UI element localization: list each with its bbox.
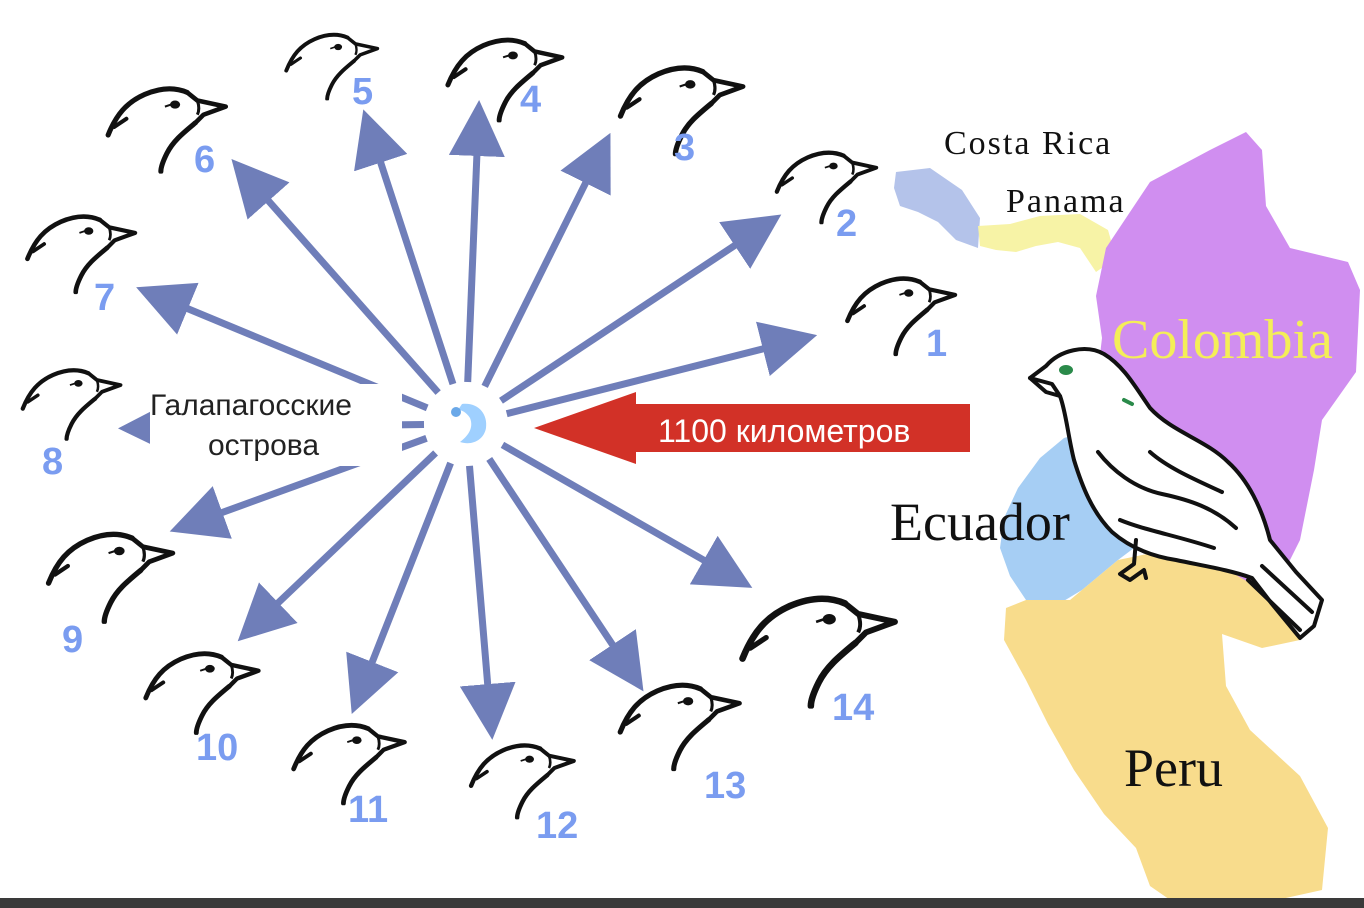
arrow-to-finch-10 [237,450,438,642]
finch-number-2: 2 [836,203,857,245]
arrow-to-finch-4 [448,100,505,383]
finch-number-9: 9 [62,619,83,661]
finch-bird-illustration [1028,347,1324,640]
finch-9: 9 [49,534,173,661]
center-label-backdrop [150,384,402,466]
finch-head-icon [620,685,739,769]
peru-label: Peru [1124,738,1223,798]
finch-3: 3 [620,68,743,169]
finch-number-12: 12 [536,805,578,847]
finch-11: 11 [294,725,405,831]
costa-rica-region [894,168,980,248]
finch-number-13: 13 [704,765,746,807]
finch-13: 13 [620,685,746,807]
distance-label: 1100 километров [658,413,910,449]
finch-10: 10 [146,654,259,769]
arrow-to-finch-11 [346,461,454,715]
finch-number-3: 3 [674,127,695,169]
arrow-to-finch-6 [231,159,441,395]
arrow-to-finch-1 [505,321,818,418]
finch-number-11: 11 [348,789,388,831]
colombia-label: Colombia [1112,309,1333,371]
costa-rica-label: Costa Rica [944,125,1112,162]
arrow-to-finch-12 [459,465,516,740]
panama-region [978,214,1116,272]
finch-head-icon [27,216,135,292]
galapagos-label-line2: острова [208,429,319,462]
finch-head-icon [146,654,259,733]
finch-number-5: 5 [352,71,373,113]
finch-number-6: 6 [194,139,215,181]
finch-head-icon [448,40,562,120]
arrow-to-finch-2 [499,214,782,404]
finch-head-icon [49,534,173,621]
finch-1: 1 [847,278,955,365]
finch-2: 2 [777,153,876,245]
finch-5: 5 [284,32,380,113]
arrow-to-finch-3 [481,132,611,388]
finch-4: 4 [448,40,562,121]
galapagos-islands-marker [426,384,506,464]
ecuador-label: Ecuador [890,492,1070,552]
arrow-to-finch-5 [354,109,457,386]
finch-head-icon [23,370,121,439]
galapagos-label-line1: Галапагосские [150,389,352,422]
slide-bottom-border [0,898,1364,908]
finch-number-14: 14 [832,687,874,729]
finch-8: 8 [23,370,121,483]
finch-7: 7 [27,216,135,319]
finch-number-10: 10 [196,727,238,769]
arrow-to-finch-14 [500,441,753,588]
finch-number-8: 8 [42,441,63,483]
arrow-to-finch-13 [486,457,644,692]
finch-6: 6 [108,89,226,181]
panama-label: Panama [1006,183,1126,220]
finch-12: 12 [471,745,578,847]
finch-head-icon [777,153,876,223]
finch-number-4: 4 [520,79,541,121]
distance-arrow: 1100 километров [534,392,970,464]
finch-14: 14 [743,599,895,729]
finch-number-7: 7 [94,277,115,319]
finch-number-1: 1 [926,323,947,365]
peru-region [1004,548,1328,904]
